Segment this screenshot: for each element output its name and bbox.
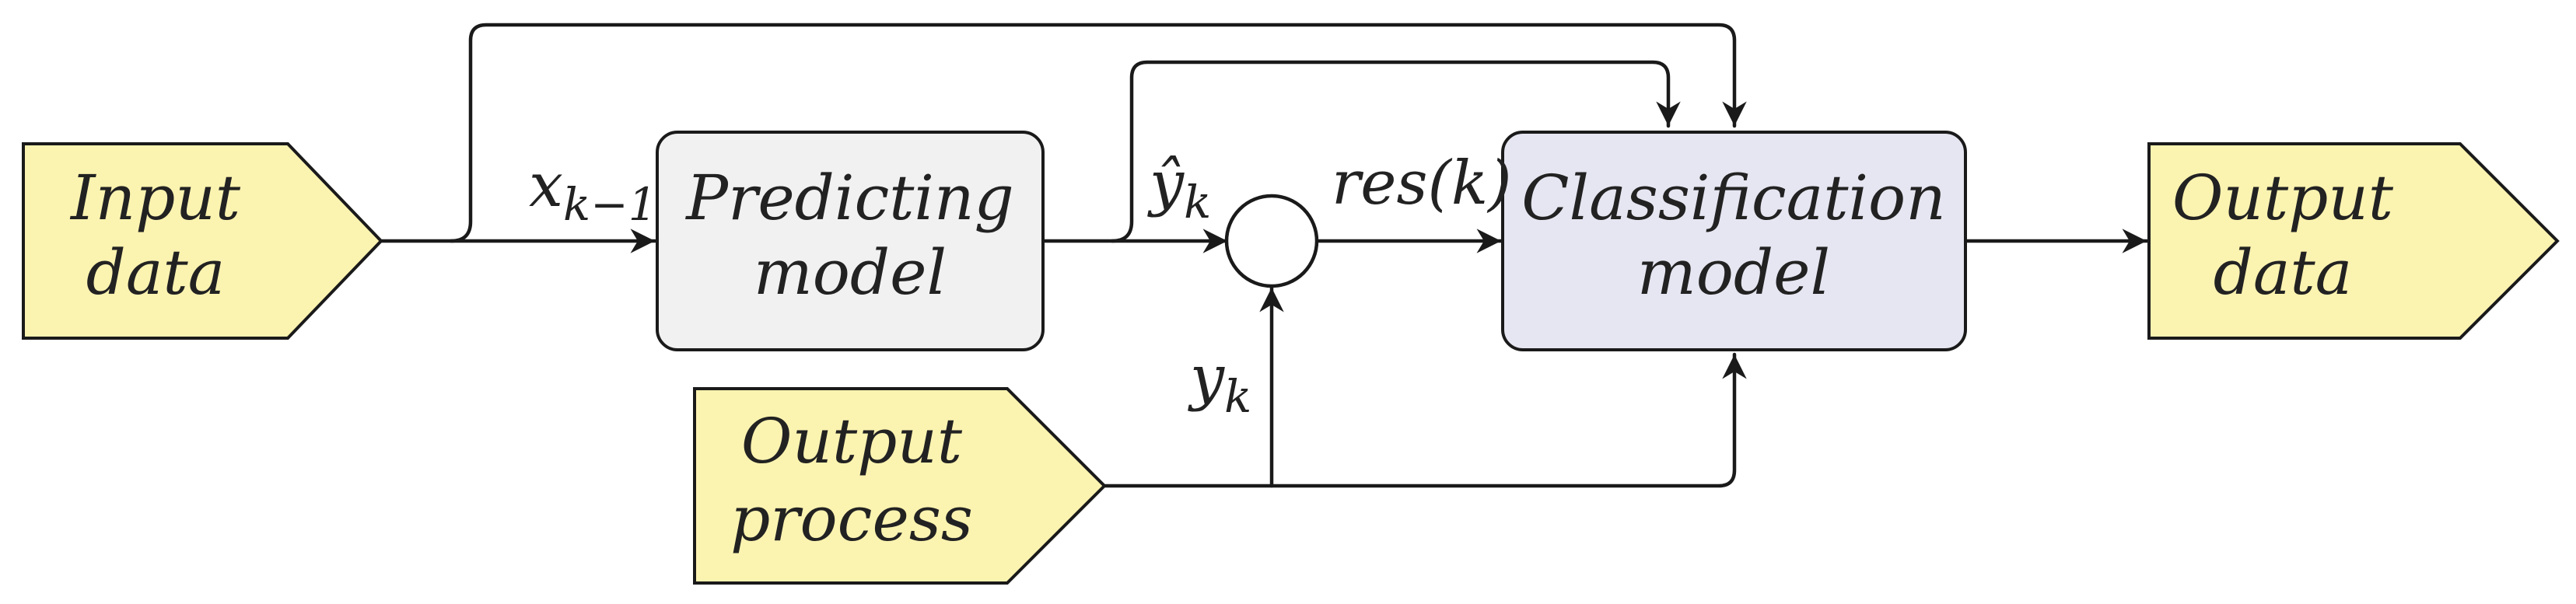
output-process-label-line1: Output (741, 405, 963, 477)
x-k-minus-1-label: xk−1 (529, 151, 657, 231)
output-process-node: Output process (693, 387, 1107, 585)
predicting-model-node: Predicting model (656, 131, 1045, 351)
process-to-classification-arrow (1269, 352, 1747, 488)
output-data-label-line1: Output (2172, 162, 2394, 234)
y-hat-k-label: ŷk (1147, 148, 1211, 229)
output-data-node: Output data (2147, 142, 2560, 340)
input-data-label-line1: Input (69, 162, 241, 234)
input-bypass-arrow (449, 23, 1747, 243)
classification-model-label-line1: Classification (1521, 162, 1945, 234)
output-process-label-line2: process (730, 483, 973, 555)
output-data-label-line2: data (2214, 236, 2353, 309)
predicting-model-label-line2: model (754, 236, 947, 309)
predicting-model-label-line1: Predicting (684, 162, 1013, 234)
y-k-label: yk (1188, 343, 1251, 423)
input-data-label-line2: data (86, 236, 226, 309)
classification-model-label-line2: model (1637, 236, 1830, 309)
prediction-bypass-arrow (1110, 60, 1681, 243)
input-data-node: Input data (22, 142, 383, 340)
residual-label: res(k) (1332, 148, 1512, 218)
summing-junction (1224, 194, 1319, 288)
classification-model-node: Classification model (1501, 131, 1967, 351)
